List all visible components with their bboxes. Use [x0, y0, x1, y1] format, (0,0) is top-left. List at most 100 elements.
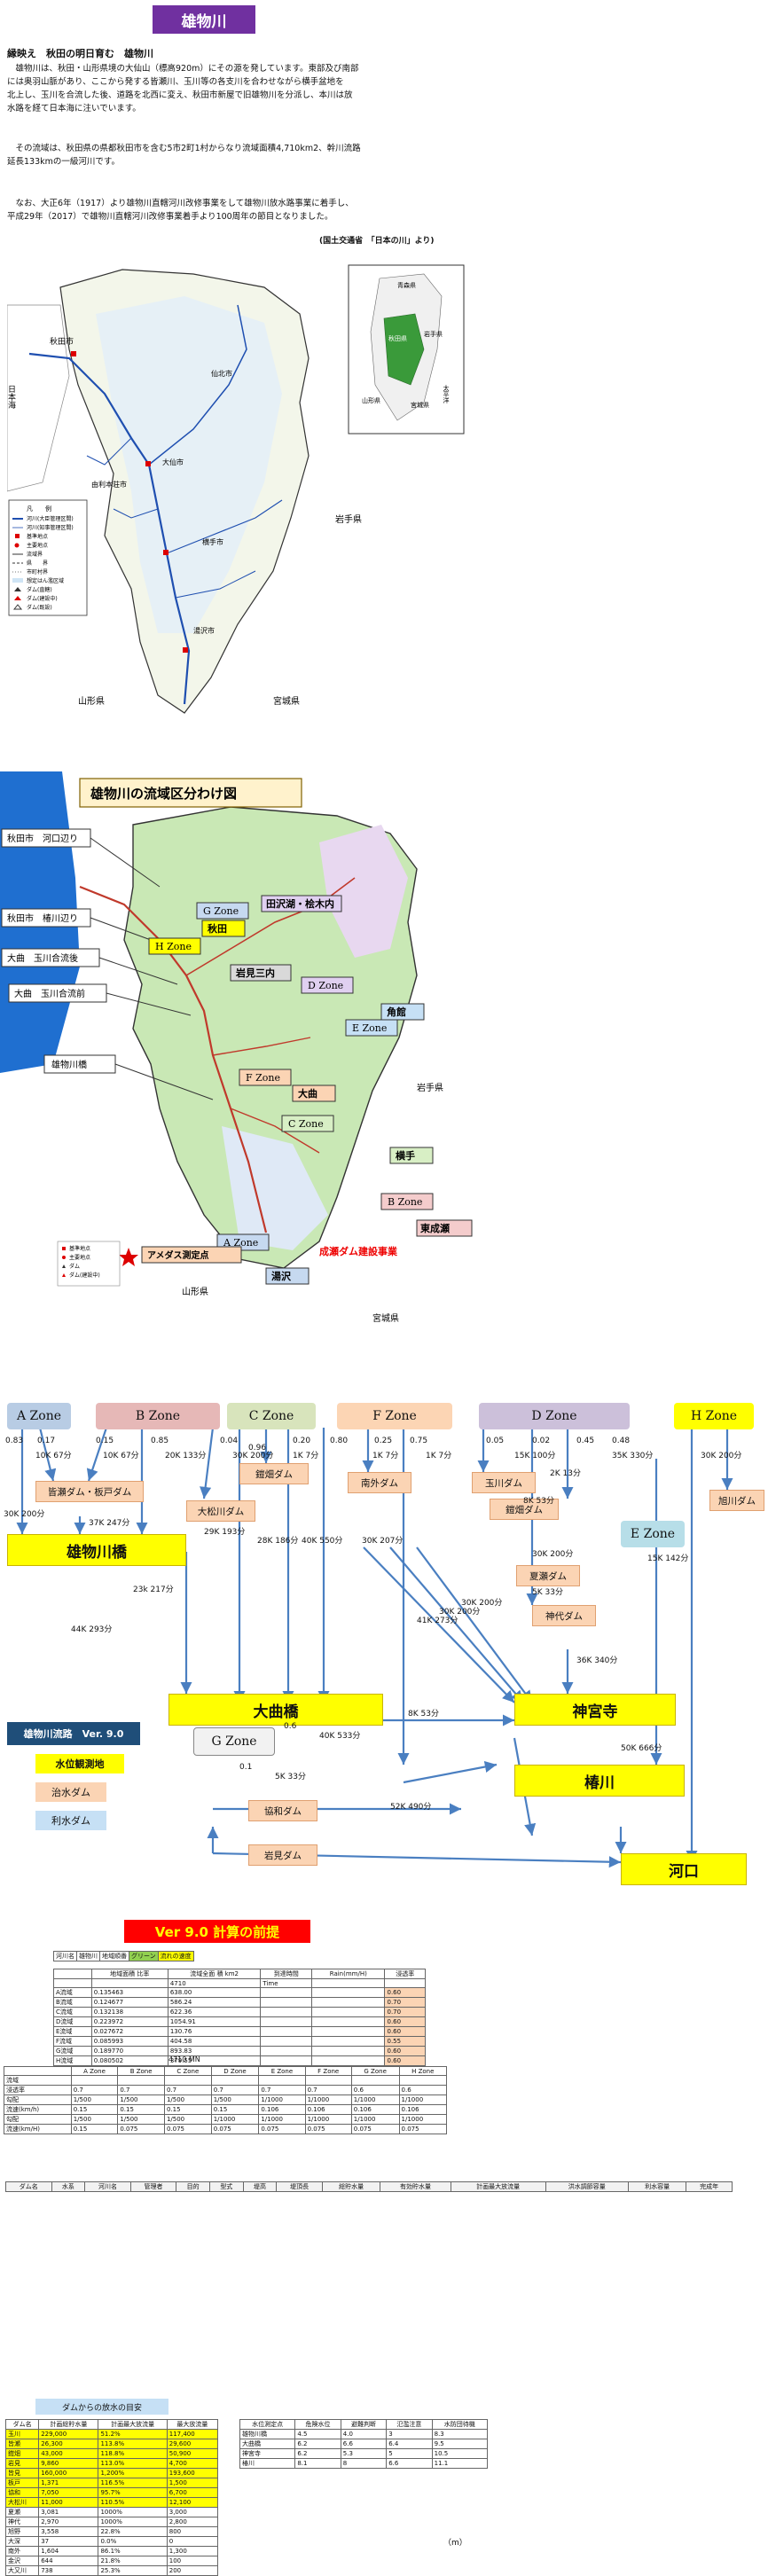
- svg-text:D Zone: D Zone: [308, 980, 343, 991]
- intro-paragraph-2: その流域は、秋田県の県都秋田市を含む5市2町1村からなり流域面積4,710km2…: [7, 144, 361, 167]
- svg-text:岩見三内: 岩見三内: [235, 967, 275, 979]
- svg-text:日本海: 日本海: [7, 385, 16, 410]
- dam-tamagawa: 玉川ダム: [472, 1472, 536, 1493]
- source-caption: (国土交通省 「日本の川」より): [319, 237, 435, 246]
- map2-title: 雄物川の流域区分わけ図: [90, 786, 237, 802]
- dam-iwami: 岩見ダム: [248, 1844, 317, 1866]
- svg-text:河川(知事管理区間): 河川(知事管理区間): [27, 524, 74, 531]
- dam-spec-table: ダム名水系河川名管理者目的型式堤高堤頂長総貯水量有効貯水量計画最大放流量洪水調節…: [5, 2181, 733, 2192]
- total-area-label: 4710 MN: [168, 2055, 200, 2063]
- svg-text:山形県: 山形県: [182, 1287, 208, 1297]
- svg-text:ダム(直轄): ダム(直轄): [27, 586, 52, 593]
- point-kakou: 河口: [621, 1853, 747, 1885]
- svg-text:岩手県: 岩手県: [424, 330, 443, 338]
- header-table: 河川名 雄物川 地域順番 グリーン 流れの速度: [53, 1951, 194, 1961]
- zone-d: D Zone: [479, 1403, 630, 1429]
- intro-paragraph-3: なお、大正6年（1917）より雄物川直轄河川改修事業をして雄物川放水路事業に着手…: [7, 199, 354, 222]
- level-unit: （m）: [443, 2539, 467, 2548]
- map-legend: [8, 499, 88, 616]
- svg-text:ダム: ダム: [69, 1263, 80, 1270]
- svg-text:大仙市: 大仙市: [162, 458, 184, 466]
- legend-flood-dam: 治水ダム: [35, 1782, 106, 1802]
- map-label-akita-city: 秋田市: [50, 336, 74, 347]
- point-omagari-bashi: 大曲橋: [168, 1694, 383, 1726]
- sheet-title: Ver 9.0 計算の前提: [124, 1920, 310, 1943]
- svg-text:青森県: 青森県: [397, 281, 416, 289]
- svg-text:凡 例: 凡 例: [27, 505, 51, 513]
- zone-e: E Zone: [621, 1521, 685, 1547]
- dam-nangai: 南外ダム: [348, 1472, 411, 1493]
- zone-map: 雄物川の流域区分わけ図 秋田市 河口辺り 秋田市 椿川辺り 大曲 玉川合流後 大…: [0, 771, 473, 1324]
- svg-text:宮城県: 宮城県: [273, 695, 300, 707]
- svg-text:岩手県: 岩手県: [417, 1082, 443, 1093]
- dam-jindai: 神代ダム: [532, 1605, 596, 1626]
- svg-text:主要地点: 主要地点: [27, 542, 48, 549]
- svg-text:太平洋: 太平洋: [443, 384, 450, 404]
- svg-text:角館: 角館: [387, 1006, 406, 1018]
- svg-text:ダム(建設中): ダム(建設中): [69, 1272, 100, 1279]
- svg-text:E Zone: E Zone: [352, 1022, 387, 1034]
- svg-text:ダム(建設中): ダム(建設中): [27, 595, 58, 602]
- svg-text:秋田: 秋田: [208, 922, 227, 935]
- svg-text:アメダス測定点: アメダス測定点: [147, 1249, 209, 1261]
- svg-text:宮城県: 宮城県: [411, 401, 429, 409]
- dam-yoroihata-d: 鎧畑ダム: [490, 1499, 559, 1520]
- svg-text:主要地点: 主要地点: [69, 1254, 90, 1261]
- zone-h: H Zone: [674, 1403, 754, 1429]
- point-jinguji: 神宮寺: [514, 1694, 676, 1726]
- dam-footer-label: ダムからの放水の目安: [35, 2399, 168, 2415]
- svg-text:雄物川橋: 雄物川橋: [51, 1059, 87, 1070]
- svg-text:大曲: 大曲: [298, 1087, 317, 1100]
- svg-text:湯沢市: 湯沢市: [193, 626, 215, 635]
- svg-text:東成瀬: 東成瀬: [420, 1222, 450, 1234]
- intro-paragraph-1: 雄物川は、秋田・山形県境の大仙山（標高920m）にその源を発しています。東部及び…: [7, 64, 359, 114]
- svg-text:横手: 横手: [396, 1149, 415, 1162]
- svg-text:想定はん濫区域: 想定はん濫区域: [27, 577, 64, 584]
- svg-text:流域界: 流域界: [27, 551, 43, 558]
- svg-text:横手市: 横手市: [202, 537, 223, 546]
- svg-text:大曲 玉川合流前: 大曲 玉川合流前: [14, 988, 85, 999]
- svg-text:秋田市 河口辺り: 秋田市 河口辺り: [7, 833, 78, 844]
- svg-text:基準地点: 基準地点: [69, 1245, 90, 1252]
- flow-diagram: A Zone B Zone C Zone F Zone D Zone H Zon…: [0, 1392, 768, 1889]
- svg-text:由利本荘市: 由利本荘市: [91, 480, 127, 489]
- dam-natsuse: 夏瀬ダム: [516, 1565, 580, 1586]
- main-river: [28, 352, 191, 705]
- svg-text:秋田県: 秋田県: [388, 334, 407, 342]
- zone-a: A Zone: [7, 1403, 71, 1429]
- point-omono-bashi: 雄物川橋: [7, 1534, 186, 1566]
- map2-callouts: 秋田市 河口辺り 秋田市 椿川辺り 大曲 玉川合流後 大曲 玉川合流前 雄物川橋: [1, 828, 214, 1100]
- svg-text:山形県: 山形県: [78, 696, 105, 707]
- map2-title-box: [79, 778, 302, 808]
- dam-yoroihata-c: 鎧畑ダム: [239, 1463, 309, 1484]
- intro-heading: 縁映え 秋田の明日育む 雄物川: [7, 48, 153, 59]
- svg-text:市町村界: 市町村界: [27, 568, 48, 575]
- legend-water-dam: 利水ダム: [35, 1811, 106, 1830]
